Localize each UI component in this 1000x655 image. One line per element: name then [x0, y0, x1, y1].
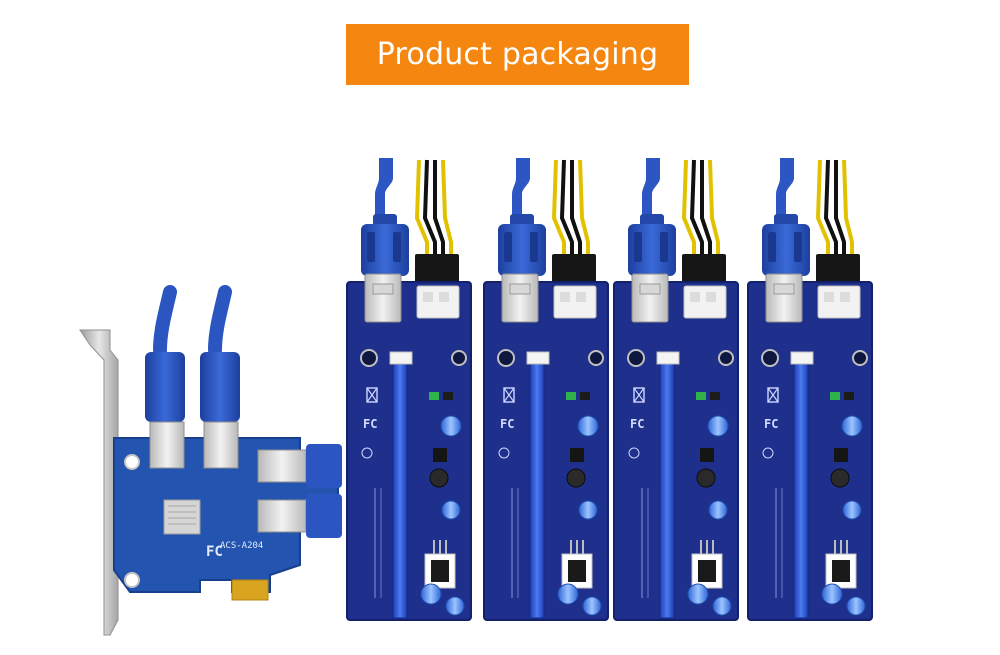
adapter-card: FC ACS-A204	[79, 285, 342, 636]
adapter-fc-mark: FC	[206, 544, 223, 560]
riser-card-3	[612, 156, 740, 622]
product-packaging-banner: Product packaging	[346, 24, 689, 85]
riser-card-2	[482, 156, 610, 622]
riser-card-1	[345, 156, 473, 622]
banner-title: Product packaging	[376, 37, 659, 72]
riser-card-4	[746, 156, 874, 622]
adapter-model-label: ACS-A204	[220, 541, 263, 551]
